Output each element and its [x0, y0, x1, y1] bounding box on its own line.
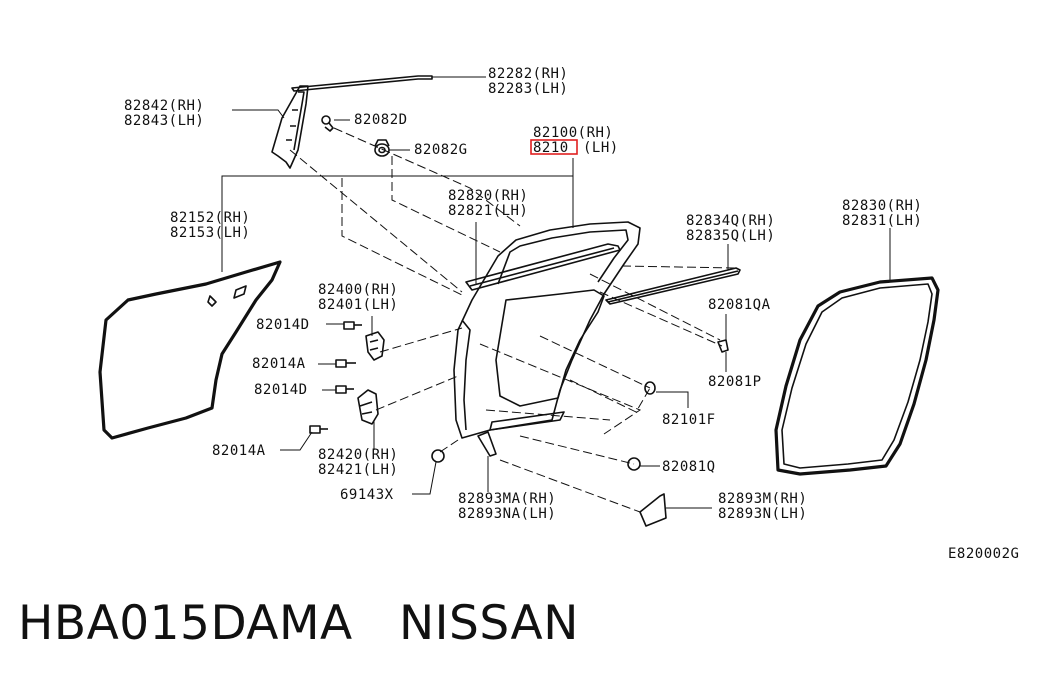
- label-82101F: 82101F: [662, 412, 716, 428]
- label-82842: 82842(RH): [124, 98, 204, 114]
- label-82893N: 82893N(LH): [718, 506, 807, 522]
- part-82014A-bolt-lower: [309, 425, 328, 434]
- part-82082G-clip: [374, 139, 390, 157]
- label-82820: 82820(RH): [448, 188, 528, 204]
- part-82081Q-clip: [627, 457, 641, 471]
- label-82014D-lower: 82014D: [254, 382, 308, 398]
- caption-part-number: HBA015DAMA: [18, 596, 353, 651]
- label-82082G: 82082G: [414, 142, 468, 158]
- label-82843: 82843(LH): [124, 113, 204, 129]
- leader-lines: [221, 76, 891, 509]
- label-82081Q: 82081Q: [662, 459, 716, 475]
- label-82014D-upper: 82014D: [256, 317, 310, 333]
- label-82830: 82830(RH): [842, 198, 922, 214]
- label-82420: 82420(RH): [318, 447, 398, 463]
- label-82835Q: 82835Q(LH): [686, 228, 775, 244]
- label-82821: 82821(LH): [448, 203, 528, 219]
- parts-diagram: 82282(RH) 82283(LH) 82842(RH) 82843(LH) …: [98, 66, 1019, 560]
- label-82893NA: 82893NA(LH): [458, 506, 556, 522]
- part-82014A-bolt-upper: [335, 359, 356, 368]
- label-82082D: 82082D: [354, 112, 408, 128]
- part-82101F-clip: [644, 381, 656, 395]
- part-82893MA-trim: [477, 431, 497, 457]
- label-82831: 82831(LH): [842, 213, 922, 229]
- label-82014A-lower: 82014A: [212, 443, 266, 459]
- part-labels: 82282(RH) 82283(LH) 82842(RH) 82843(LH) …: [124, 66, 1019, 560]
- highlight-box: [530, 139, 578, 155]
- part-82100-door-frame: [453, 221, 641, 439]
- caption-brand: NISSAN: [399, 596, 579, 651]
- label-82100: 82100(RH): [533, 125, 613, 141]
- label-82401: 82401(LH): [318, 297, 398, 313]
- label-82081QA: 82081QA: [708, 297, 771, 313]
- part-82893M-protector: [639, 493, 667, 527]
- part-69143X-grommet: [431, 449, 445, 463]
- label-82834Q: 82834Q(RH): [686, 213, 775, 229]
- label-82152: 82152(RH): [170, 210, 250, 226]
- label-82893M: 82893M(RH): [718, 491, 807, 507]
- label-82081P: 82081P: [708, 374, 762, 390]
- part-82282-moulding: [291, 75, 433, 92]
- part-82820-belt-moulding: [465, 243, 621, 291]
- part-82420-lower-hinge: [357, 389, 379, 425]
- label-82400: 82400(RH): [318, 282, 398, 298]
- part-82082D-clip: [321, 115, 334, 132]
- label-82101-partial: 8210: [533, 140, 569, 156]
- caption-gap: [353, 596, 399, 651]
- figure-code: E820002G: [948, 546, 1019, 560]
- assembly-dashed-lines: [289, 127, 737, 513]
- part-82152-outer-panel: [98, 260, 282, 440]
- part-82014D-bolt-upper: [343, 321, 362, 330]
- label-82153: 82153(LH): [170, 225, 250, 241]
- part-82400-upper-hinge: [365, 331, 385, 361]
- part-82081QA-clip: [717, 339, 729, 353]
- label-82893MA: 82893MA(RH): [458, 491, 556, 507]
- label-82014A-upper: 82014A: [252, 356, 306, 372]
- caption: HBA015DAMA NISSAN: [18, 596, 579, 651]
- label-82283: 82283(LH): [488, 81, 568, 97]
- label-82421: 82421(LH): [318, 462, 398, 478]
- label-82101-lh: (LH): [583, 140, 619, 156]
- part-82830-weatherstrip: [774, 276, 940, 476]
- label-69143X: 69143X: [340, 487, 394, 503]
- part-82842-sash-trim: [271, 85, 309, 169]
- label-82282: 82282(RH): [488, 66, 568, 82]
- part-82014D-bolt-lower: [335, 385, 354, 394]
- part-82834Q-strip: [605, 267, 741, 305]
